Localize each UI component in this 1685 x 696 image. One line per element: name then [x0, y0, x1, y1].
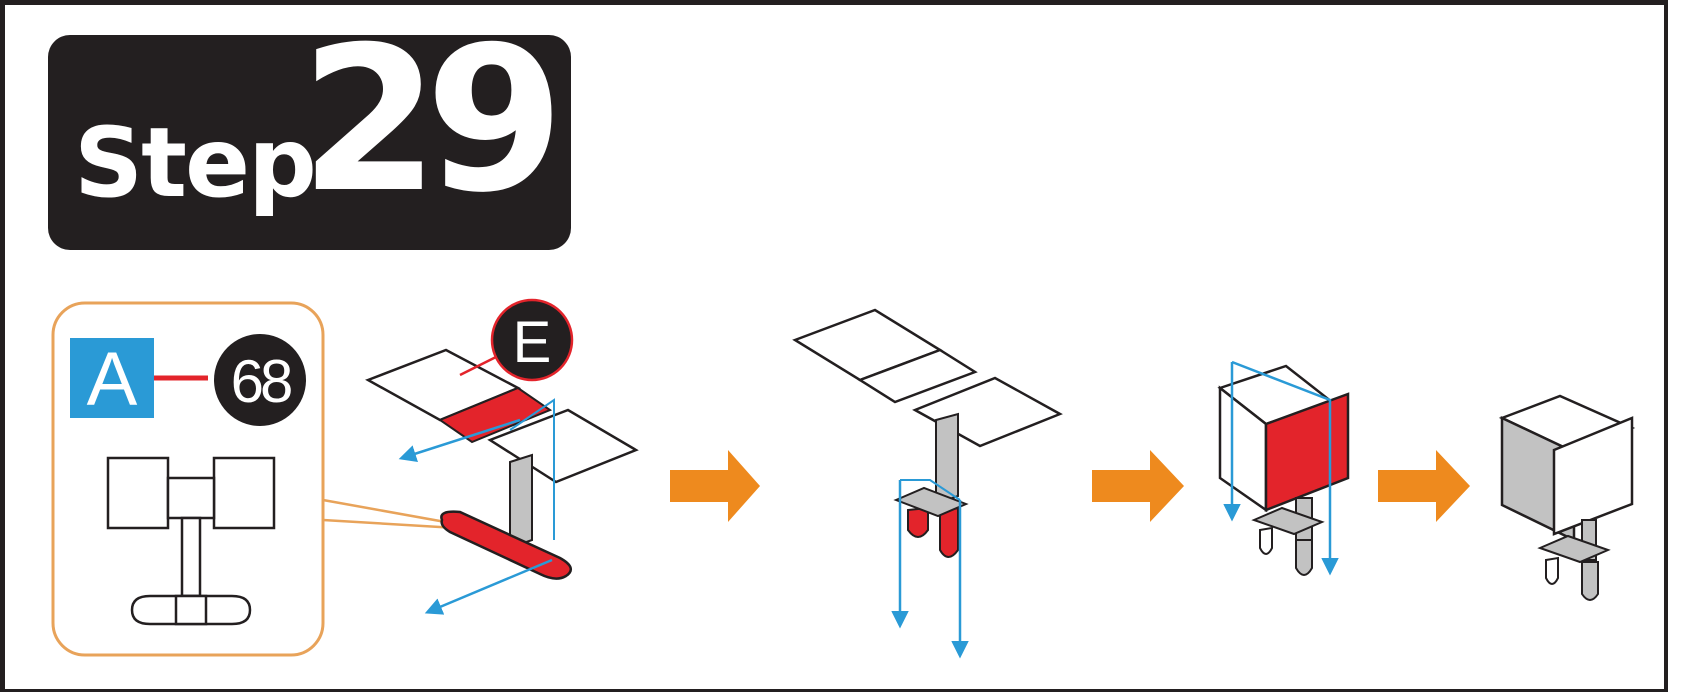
part-number-badge: 68 — [214, 334, 306, 426]
marker-letter: E — [513, 310, 552, 375]
next-step-arrow-icon — [670, 450, 760, 522]
fold-direction-arrow-icon — [428, 560, 552, 612]
assembly-view-2 — [795, 310, 1060, 655]
next-step-arrow-icon — [1378, 450, 1470, 522]
sprue-badge: A — [70, 337, 154, 422]
next-step-arrow-icon — [1092, 450, 1184, 522]
assembly-view-4 — [1502, 396, 1632, 600]
part-number: 68 — [231, 348, 291, 415]
sprue-letter: A — [87, 337, 138, 422]
assembly-view-3 — [1220, 362, 1348, 575]
assembly-view-1: E — [368, 300, 636, 612]
part-callout: A 68 — [53, 303, 490, 655]
